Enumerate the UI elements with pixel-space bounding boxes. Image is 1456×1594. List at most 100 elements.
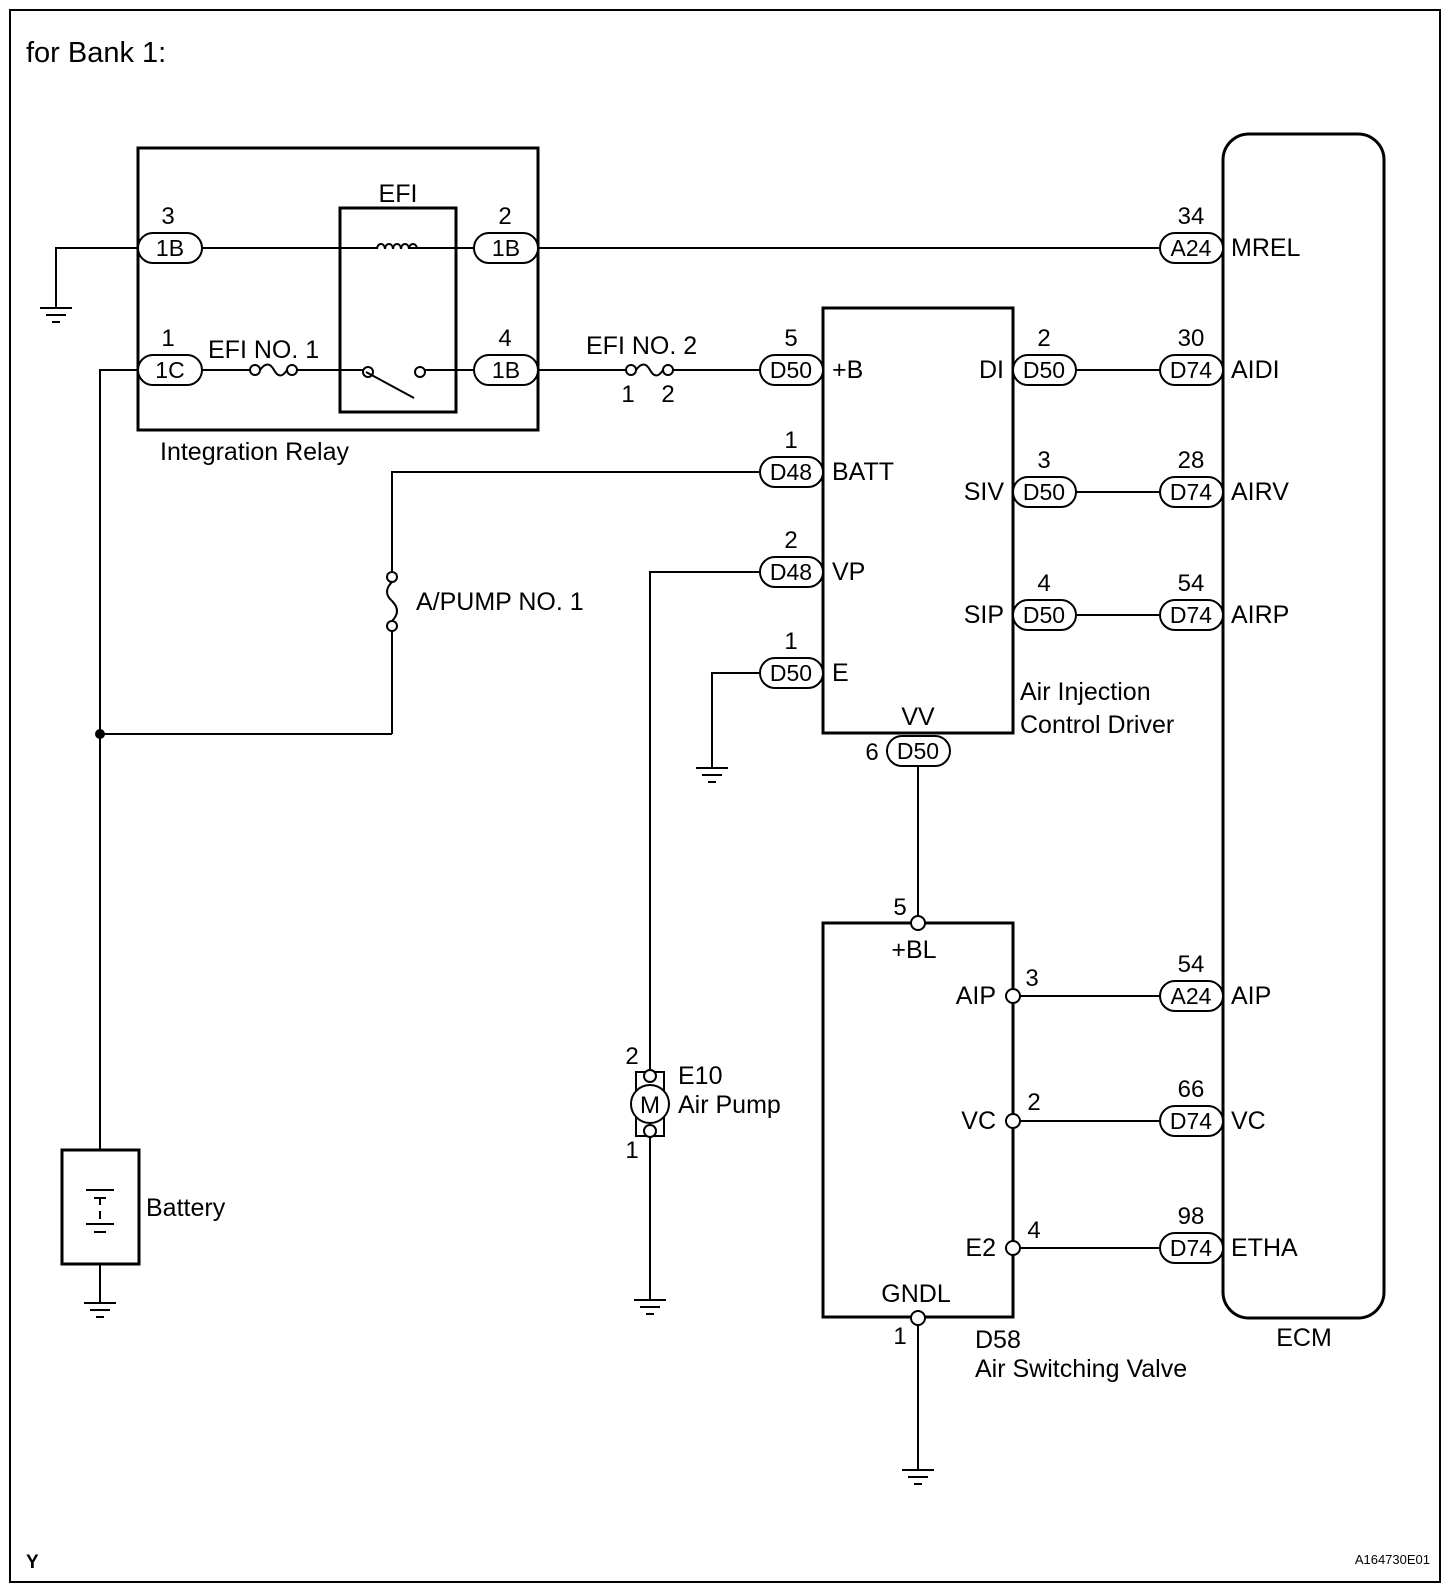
relay-contact-right <box>414 366 426 378</box>
efi-relay-label: EFI <box>379 180 418 208</box>
battery-label: Battery <box>146 1194 226 1222</box>
ground-icon <box>696 767 728 783</box>
ecm-connector-etha-code: D74 <box>1170 1235 1212 1261</box>
asv-plusbl-number: 5 <box>893 894 906 921</box>
relay-connector-pin4-code: 1B <box>492 357 520 383</box>
aicd-vp-name: VP <box>832 558 865 586</box>
air-pump-name: Air Pump <box>678 1091 781 1119</box>
ecm-connector-airp-code: D74 <box>1170 602 1212 628</box>
efi-no1-fuse-icon <box>259 363 288 377</box>
aicd-connector-batt <box>759 456 824 488</box>
asv-e2-number: 4 <box>1027 1217 1040 1244</box>
asv-name: Air Switching Valve <box>975 1355 1187 1383</box>
ecm-airv-name: AIRV <box>1231 478 1289 506</box>
ecm-mrel-pin-number: 34 <box>1178 203 1205 230</box>
ecm-connector-aip <box>1159 980 1224 1012</box>
asv-aip-number: 3 <box>1025 965 1038 992</box>
ecm-etha-pin-number: 98 <box>1178 1203 1205 1230</box>
ecm-label: ECM <box>1276 1324 1332 1352</box>
ecm-aidi-pin-number: 30 <box>1178 325 1205 352</box>
aicd-box <box>821 306 1015 735</box>
ecm-airv-pin-number: 28 <box>1178 447 1205 474</box>
relay-switch-blade <box>365 371 415 399</box>
asv-pin-gndl <box>910 1310 926 1326</box>
asv-pin-vc <box>1005 1113 1021 1129</box>
efi-no2-fuse-end-right <box>662 364 674 376</box>
air-pump-motor-letter: M <box>640 1092 660 1119</box>
asv-pin-e2 <box>1005 1240 1021 1256</box>
ground-icon <box>902 1469 934 1485</box>
wire-batt <box>391 471 760 572</box>
air-pump-code: E10 <box>678 1062 722 1090</box>
aicd-vv-name: VV <box>901 703 935 731</box>
aicd-batt-pin-number: 1 <box>784 427 797 454</box>
ecm-connector-aip-code: A24 <box>1171 983 1212 1009</box>
ecm: ECM A24 34 MREL D74 30 AIDI D74 28 AIRV … <box>1159 132 1386 1352</box>
ecm-airp-pin-number: 54 <box>1178 570 1205 597</box>
aicd-connector-siv-code: D50 <box>1023 479 1065 505</box>
air-pump-pin-bottom-number: 1 <box>625 1137 638 1164</box>
ecm-aip-pin-number: 54 <box>1178 951 1205 978</box>
asv-e2-name: E2 <box>965 1234 996 1262</box>
corner-letter: Y <box>26 1552 39 1573</box>
asv-code: D58 <box>975 1326 1021 1354</box>
relay-pin4-number: 4 <box>498 325 511 352</box>
aicd-connector-plusb-code: D50 <box>770 357 812 383</box>
air-pump-pin-bottom <box>643 1124 657 1138</box>
aicd-label-line1: Air Injection <box>1020 678 1151 706</box>
asv-gndl-name: GNDL <box>881 1280 951 1308</box>
asv-pin-plusbl <box>910 915 926 931</box>
ecm-connector-vc-code: D74 <box>1170 1108 1212 1134</box>
relay-pin2-number: 2 <box>498 203 511 230</box>
ecm-vc-pin-number: 66 <box>1178 1076 1205 1103</box>
ecm-connector-aidi <box>1159 354 1224 386</box>
air-injection-control-driver: Air Injection Control Driver D50 5 +B D4… <box>759 306 1174 767</box>
integration-relay-label: Integration Relay <box>160 438 350 466</box>
figure-id: A164730E01 <box>1355 1552 1430 1567</box>
aicd-plusb-pin-number: 5 <box>784 325 797 352</box>
aicd-di-pin-number: 2 <box>1037 325 1050 352</box>
apump-fuse-end-top <box>386 571 398 583</box>
efi-no2-fuse-end-left <box>625 364 637 376</box>
ecm-box <box>1221 132 1386 1320</box>
efi-no2-label: EFI NO. 2 <box>586 332 697 360</box>
aicd-batt-name: BATT <box>832 458 894 486</box>
efi-no2-pin-left: 1 <box>621 381 634 408</box>
aicd-sip-pin-number: 4 <box>1037 570 1050 597</box>
integration-relay-box <box>136 146 540 432</box>
wire-vp-air-pump <box>649 571 760 1070</box>
wire-aicd-e-ground <box>711 672 760 768</box>
apump-fuse-end-bottom <box>386 620 398 632</box>
aicd-connector-di-code: D50 <box>1023 357 1065 383</box>
battery-box <box>60 1148 141 1266</box>
wire-relay-pin3-ground <box>55 247 138 308</box>
air-pump-pin-top <box>643 1069 657 1083</box>
ecm-connector-aidi-code: D74 <box>1170 357 1212 383</box>
asv-vc-number: 2 <box>1027 1089 1040 1116</box>
asv-plusbl-name: +BL <box>891 936 936 964</box>
aicd-plusb-name: +B <box>832 356 863 384</box>
efi-no1-fuse-label: EFI NO. 1 <box>208 336 319 364</box>
ground-icon <box>84 1302 116 1318</box>
ecm-connector-mrel-code: A24 <box>1171 235 1212 261</box>
aicd-e-pin-number: 1 <box>784 628 797 655</box>
relay-connector-pin3-code: 1B <box>156 235 184 261</box>
aicd-connector-plusb <box>759 354 824 386</box>
asv-pin-aip <box>1005 988 1021 1004</box>
page-frame <box>9 9 1441 1583</box>
apump-fuse-label: A/PUMP NO. 1 <box>416 588 584 616</box>
air-pump: M 2 1 E10 Air Pump <box>625 1043 780 1164</box>
ecm-connector-mrel <box>1159 232 1224 264</box>
relay-pin3-number: 3 <box>161 203 174 230</box>
aicd-connector-vv-code: D50 <box>897 738 939 764</box>
asv-aip-name: AIP <box>956 982 996 1010</box>
efi-relay-box <box>338 206 458 414</box>
wire-battery-bus <box>99 369 138 1150</box>
aicd-vp-pin-number: 2 <box>784 527 797 554</box>
ecm-aip-name: AIP <box>1231 982 1271 1010</box>
aicd-vv-pin-number: 6 <box>865 739 878 766</box>
efi-no1-fuse-end-left <box>249 364 261 376</box>
aicd-e-name: E <box>832 659 849 687</box>
relay-pin1-number: 1 <box>161 325 174 352</box>
